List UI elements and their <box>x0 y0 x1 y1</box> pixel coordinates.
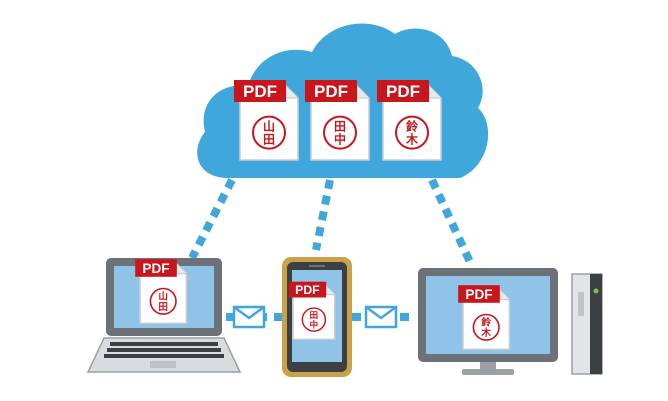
pdf-badge-label: PDF <box>243 82 277 101</box>
pdf-badge-label: PDF <box>465 287 492 302</box>
seal-character: 木 <box>480 327 491 339</box>
hanko-seal-icon <box>301 307 327 332</box>
hanko-seal-icon <box>395 115 429 150</box>
envelope-icon <box>232 305 266 329</box>
pdf-badge-label: PDF <box>142 261 169 276</box>
seal-character: 田 <box>334 120 346 134</box>
cloud-pdf-document: PDF 田中 <box>305 80 370 161</box>
pdf-badge <box>288 281 327 298</box>
pdf-badge <box>377 80 429 102</box>
pdf-badge <box>305 80 357 102</box>
pdf-badge <box>234 80 286 102</box>
tower-slot <box>578 292 584 316</box>
dotted-links <box>188 178 474 321</box>
laptop-pdf-document: PDF 山田 <box>135 259 188 324</box>
desktop-pdf-document: PDF 鈴木 <box>458 285 511 350</box>
seal-character: 鈴 <box>481 317 491 329</box>
seal-character: 鈴 <box>406 119 419 134</box>
hanko-seal-icon <box>149 287 177 315</box>
hanko-seal-icon <box>472 313 500 341</box>
seal-character: 田 <box>263 133 275 147</box>
cloud-pdf-document: PDF 山田 <box>234 80 299 161</box>
pdf-badge <box>458 285 500 303</box>
pdf-badge-label: PDF <box>314 82 348 101</box>
link-cloud-laptop <box>188 178 236 260</box>
seal-character: 中 <box>334 132 346 147</box>
monitor-stand <box>462 369 514 375</box>
seal-character: 田 <box>158 302 168 313</box>
seal-character: 山 <box>263 119 275 134</box>
laptop-keyboard <box>104 342 224 358</box>
hanko-seal-icon <box>323 115 357 150</box>
pdf-badge-label: PDF <box>295 283 320 297</box>
seal-character: 中 <box>310 318 319 330</box>
seal-character: 木 <box>405 132 419 147</box>
link-cloud-phone <box>312 179 334 251</box>
phone-pdf-document: PDF 田中 <box>288 281 336 341</box>
power-led <box>593 288 599 294</box>
pc-tower-icon <box>571 273 603 375</box>
pdf-badge-label: PDF <box>386 82 420 101</box>
seal-character: 山 <box>158 291 168 303</box>
hanko-seal-icon <box>252 115 286 150</box>
monitor-neck <box>480 362 496 370</box>
cloud-pdf-document: PDF 鈴木 <box>377 80 442 161</box>
pdf-badge <box>135 259 177 277</box>
tower-panel <box>590 274 602 374</box>
link-cloud-desktop <box>428 178 474 264</box>
envelope-icon <box>364 305 398 329</box>
laptop-touchpad <box>150 361 176 368</box>
phone-speaker <box>309 265 325 267</box>
document-fold <box>176 264 187 275</box>
seal-character: 田 <box>310 310 319 321</box>
